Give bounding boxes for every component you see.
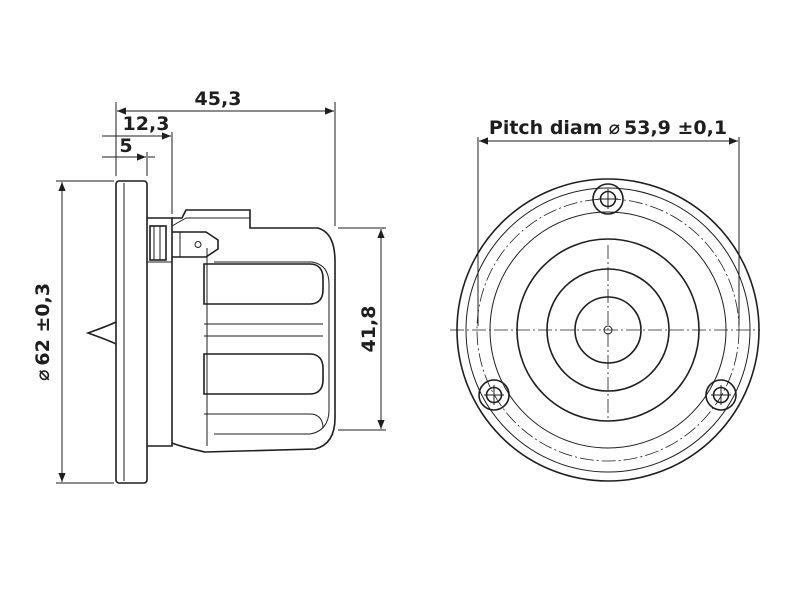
housing-inner-contour bbox=[214, 261, 330, 435]
faceplate-ring bbox=[489, 211, 727, 449]
magnet-housing bbox=[171, 209, 336, 453]
cooling-fin-3 bbox=[204, 413, 324, 429]
cooling-fin-2 bbox=[203, 353, 324, 395]
mounting-hole-top bbox=[592, 183, 624, 215]
label-pitch-diameter: Pitch diam⌀53,9 ±0,1 bbox=[489, 117, 727, 139]
dome-surround bbox=[546, 268, 670, 392]
waveguide-ring bbox=[516, 238, 700, 422]
rear-plate bbox=[147, 217, 173, 447]
dome-tip bbox=[85, 321, 117, 345]
flange-inner-ring bbox=[465, 187, 751, 473]
mounting-hole-right bbox=[705, 379, 737, 411]
mounting-hole-left bbox=[478, 379, 510, 411]
svg-text:⌀62 ±0,3: ⌀62 ±0,3 bbox=[32, 283, 54, 381]
label-magnet-height: 41,8 bbox=[358, 306, 380, 353]
label-flange-thickness: 5 bbox=[119, 135, 132, 157]
diameter-icon: ⌀ bbox=[32, 370, 54, 381]
side-view: 45,3 12,3 5 ⌀62 ±0,3 41,8 bbox=[32, 88, 386, 484]
terminal-block bbox=[149, 225, 167, 261]
diameter-icon: ⌀ bbox=[609, 117, 620, 139]
solder-tab-hole bbox=[194, 241, 202, 248]
dome-center-point bbox=[603, 325, 613, 335]
label-overall-depth: 45,3 bbox=[195, 88, 242, 110]
svg-text:41,8: 41,8 bbox=[358, 306, 380, 353]
flange-outer-ring bbox=[456, 178, 760, 482]
front-view: Pitch diam⌀53,9 ±0,1 bbox=[450, 117, 760, 482]
flange bbox=[115, 180, 148, 484]
solder-tab bbox=[172, 231, 219, 258]
cooling-fin-1 bbox=[203, 263, 324, 305]
label-outer-diameter: ⌀62 ±0,3 bbox=[32, 283, 54, 381]
dome bbox=[574, 296, 642, 364]
housing-slope bbox=[171, 217, 187, 227]
label-flange-to-magnet: 12,3 bbox=[123, 113, 170, 135]
